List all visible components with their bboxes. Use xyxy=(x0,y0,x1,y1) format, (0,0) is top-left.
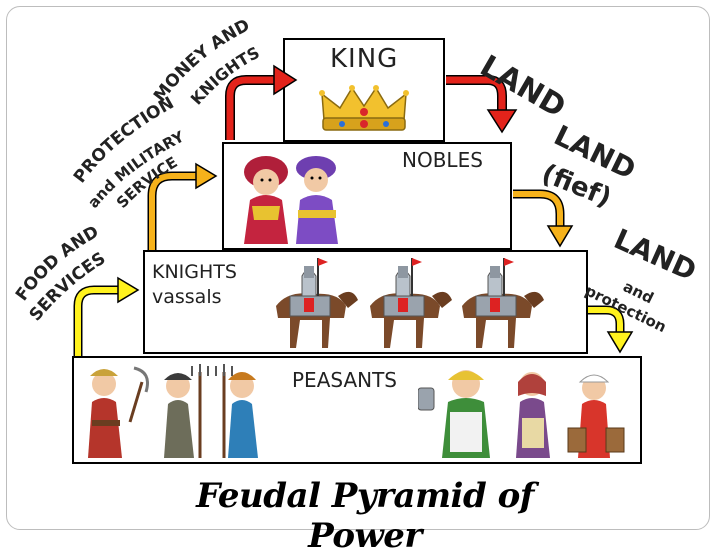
flow-arrows: LAND LAND (fief) LAND and protection MON… xyxy=(12,16,701,356)
peasants-left-illustration xyxy=(88,364,258,458)
slide-frame xyxy=(6,6,710,530)
diagram-title: Feudal Pyramid of Power xyxy=(196,476,534,556)
nobles-label: NOBLES xyxy=(402,148,483,172)
peasants-label: PEASANTS xyxy=(292,368,397,392)
arrow-nobles-to-king xyxy=(225,75,276,140)
peasants-right-illustration xyxy=(418,370,625,458)
land-label-knights: LAND xyxy=(609,222,701,287)
knights-label-line1: KNIGHTS xyxy=(152,261,237,283)
slide: KING NOBLES KNIGHTS vassals PEASANTS xyxy=(6,6,710,556)
land-label-king: LAND xyxy=(474,49,571,125)
arrow-peasants-to-knights xyxy=(73,285,120,356)
nobles-illustration xyxy=(244,156,338,244)
peasants-box xyxy=(72,356,642,464)
knights-label: KNIGHTS vassals xyxy=(152,260,237,310)
arrow-knights-to-nobles xyxy=(147,171,198,250)
knights-illustration xyxy=(276,257,545,349)
crown-illustration xyxy=(319,85,409,131)
knights-label-line2: vassals xyxy=(152,286,222,308)
king-label: KING xyxy=(330,44,399,74)
